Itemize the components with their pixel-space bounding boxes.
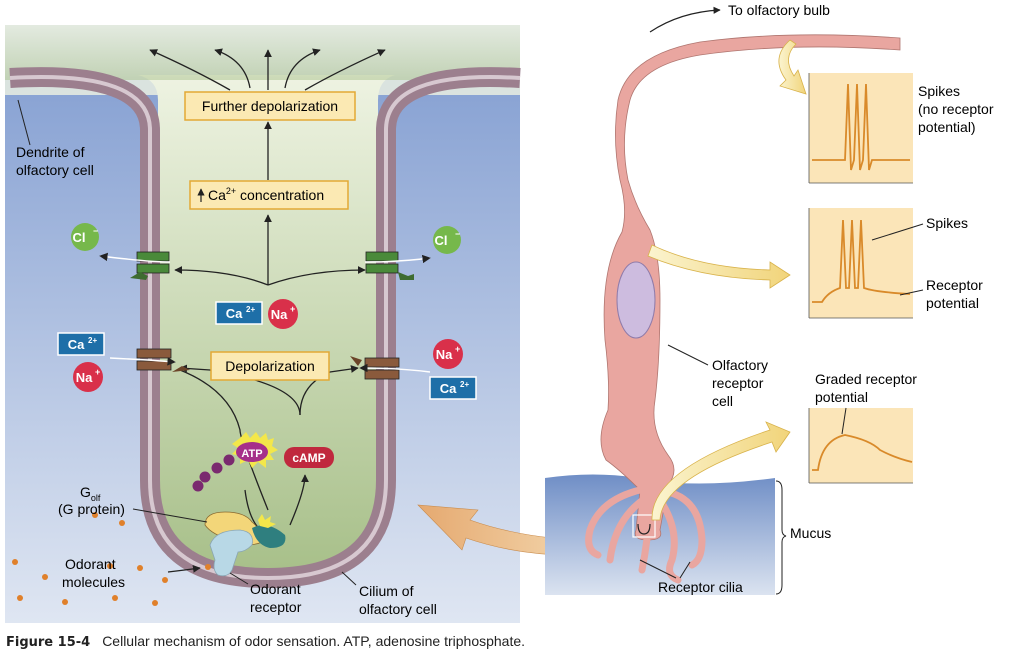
to-olfactory-bulb: To olfactory bulb	[649, 2, 830, 33]
cl-channel-left	[130, 251, 170, 280]
svg-text:ATP: ATP	[241, 448, 262, 460]
svg-text:(G protein): (G protein)	[58, 501, 125, 517]
svg-text:Na: Na	[436, 347, 453, 362]
svg-text:cell: cell	[712, 393, 733, 409]
svg-text:potential): potential)	[918, 119, 976, 135]
svg-text:Ca: Ca	[68, 337, 85, 352]
ca-ion-left: Ca 2+	[57, 332, 105, 356]
graph-spikes-receptor-potential: Spikes Receptor potential	[808, 208, 983, 319]
svg-text:Odorant: Odorant	[250, 581, 301, 597]
svg-text:Ca: Ca	[226, 306, 243, 321]
cl-ion-left: Cl −	[71, 223, 99, 251]
dendrite-label: Dendrite of olfactory cell	[16, 99, 94, 178]
cation-channel-right	[350, 356, 400, 380]
flow-arrows	[149, 48, 386, 573]
odorant-molecules	[12, 512, 211, 606]
figure-diagram: Further depolarization Ca2+ concentratio…	[5, 2, 994, 623]
ion-flow-arrows	[99, 252, 431, 373]
svg-text:2+: 2+	[88, 336, 97, 345]
ca-ion-center: Ca 2+	[215, 301, 263, 325]
odorant-molecules-label: Odorant molecules	[62, 556, 125, 590]
svg-text:cAMP: cAMP	[292, 451, 325, 465]
na-ion-right: Na +	[433, 339, 463, 369]
svg-text:Receptor: Receptor	[926, 277, 983, 293]
na-ion-center: Na +	[268, 299, 298, 329]
svg-text:Graded receptor: Graded receptor	[815, 371, 917, 387]
svg-text:Spikes: Spikes	[926, 215, 968, 231]
svg-text:(no receptor: (no receptor	[918, 101, 994, 117]
svg-text:Further depolarization: Further depolarization	[202, 98, 338, 114]
svg-text:potential: potential	[815, 389, 868, 405]
svg-text:Olfactory: Olfactory	[712, 357, 768, 373]
svg-text:−: −	[93, 226, 98, 236]
odorant-receptor	[209, 529, 253, 577]
svg-text:Ca2+ concentration: Ca2+ concentration	[208, 186, 324, 203]
cilium-label: Cilium of olfactory cell	[341, 571, 437, 617]
svg-text:Cilium of: Cilium of	[359, 583, 414, 599]
further-depolarization-box: Further depolarization	[184, 91, 356, 121]
svg-text:Odorant: Odorant	[65, 556, 116, 572]
svg-text:receptor: receptor	[250, 599, 302, 615]
svg-text:Na: Na	[76, 370, 93, 385]
figure-label: Figure 15-4	[6, 635, 91, 650]
svg-text:Receptor cilia: Receptor cilia	[658, 579, 743, 595]
svg-text:2+: 2+	[460, 380, 469, 389]
svg-text:+: +	[455, 344, 460, 354]
olfactory-receptor-cell	[585, 34, 901, 584]
svg-text:Cl: Cl	[73, 230, 86, 245]
cl-ion-right: Cl −	[433, 226, 461, 254]
svg-text:+: +	[290, 304, 295, 314]
ca-concentration-box: Ca2+ concentration	[189, 180, 349, 210]
figure-caption-text: Cellular mechanism of odor sensation. AT…	[102, 633, 526, 649]
receptor-cilia-label: Receptor cilia	[639, 559, 743, 595]
olfactory-receptor-label: Olfactory receptor cell	[667, 344, 768, 409]
svg-text:olfactory cell: olfactory cell	[359, 601, 437, 617]
svg-text:Dendrite of: Dendrite of	[16, 144, 85, 160]
atp-symbol: ATP	[192, 432, 278, 492]
golf-label: Golf (G protein)	[58, 484, 208, 523]
svg-text:molecules: molecules	[62, 574, 125, 590]
svg-text:2+: 2+	[246, 305, 255, 314]
svg-text:Golf: Golf	[80, 484, 101, 503]
svg-text:To olfactory bulb: To olfactory bulb	[728, 2, 830, 18]
yellow-arrows	[647, 39, 807, 521]
figure-caption: Figure 15-4 Cellular mechanism of odor se…	[6, 633, 1006, 653]
svg-text:Ca: Ca	[440, 381, 457, 396]
svg-text:Mucus: Mucus	[790, 525, 831, 541]
cilium-panel	[5, 25, 521, 623]
camp-symbol: cAMP	[284, 447, 334, 468]
graph-graded-receptor-potential: Graded receptor potential	[808, 371, 917, 484]
svg-text:potential: potential	[926, 295, 979, 311]
svg-text:+: +	[95, 367, 100, 377]
svg-text:olfactory cell: olfactory cell	[16, 162, 94, 178]
cl-channel-right	[365, 251, 414, 280]
svg-text:−: −	[455, 229, 460, 239]
svg-text:Cl: Cl	[435, 233, 448, 248]
svg-text:Spikes: Spikes	[918, 83, 960, 99]
na-ion-left: Na +	[73, 362, 103, 392]
depolarization-box: Depolarization	[210, 351, 330, 381]
graph-spikes-no-receptor-potential: Spikes (no receptor potential)	[808, 73, 994, 184]
odorant-receptor-label: Odorant receptor	[229, 572, 302, 615]
svg-text:Depolarization: Depolarization	[225, 358, 315, 374]
svg-text:Na: Na	[271, 307, 288, 322]
ca-ion-right: Ca 2+	[429, 376, 477, 400]
svg-text:receptor: receptor	[712, 375, 764, 391]
